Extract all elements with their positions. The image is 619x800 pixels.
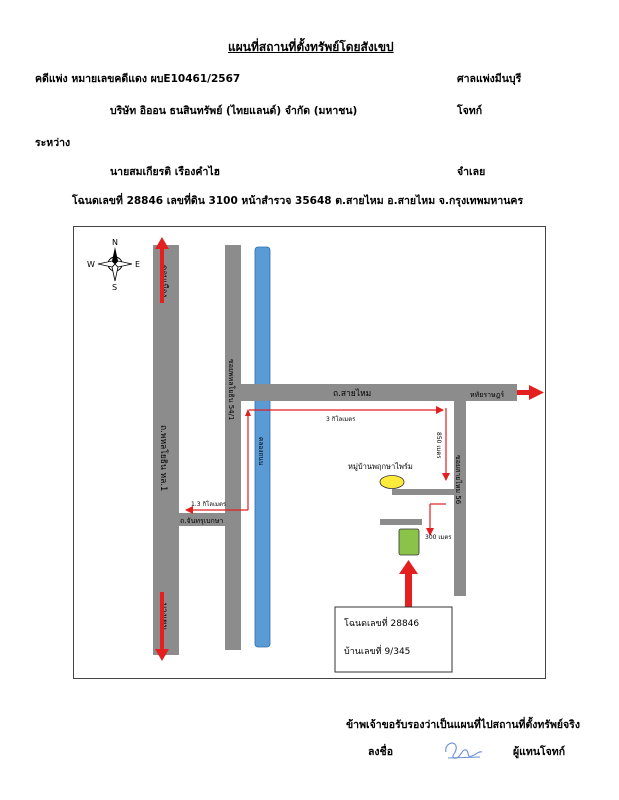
distance-300m-label: 300 เมตร bbox=[425, 534, 452, 541]
route-1-3km bbox=[185, 497, 249, 514]
arrow-north-shaft bbox=[160, 248, 164, 303]
road-soi-54-1 bbox=[225, 245, 241, 650]
arrow-south-shaft bbox=[160, 592, 164, 650]
court-name: ศาลแพ่งมีนบุรี bbox=[457, 73, 522, 85]
road-chanpradit bbox=[179, 513, 225, 526]
canal bbox=[254, 246, 271, 648]
certification-text: ข้าพเจ้าขอรับรองว่าเป็นแผนที่ไปสถานที่ตั… bbox=[346, 719, 580, 731]
location-map: N S E W ถ.พหลโยธิน หล.1 ดอนเมือง บางเขน … bbox=[73, 226, 546, 679]
soi-sai-mai-56-label: ซอยสายไหม 56 bbox=[454, 455, 463, 505]
road-soi-sai-mai-56 bbox=[454, 401, 466, 596]
distance-1-3km-label: 1.3 กิโลเมตร bbox=[191, 500, 227, 508]
page-title: แผนที่สถานที่ตั้งทรัพย์โดยสังเขป bbox=[228, 40, 394, 54]
between-label: ระหว่าง bbox=[35, 137, 71, 149]
signature-label: ลงชื่อ bbox=[368, 746, 393, 758]
village-label: หมู่บ้านพฤกษาไพร์ม bbox=[348, 462, 413, 471]
arrow-up-icon bbox=[155, 237, 169, 249]
compass-east: E bbox=[135, 260, 140, 269]
compass-west: W bbox=[87, 260, 95, 269]
arrow-down-icon bbox=[155, 649, 169, 661]
canal-label: คลองถนน bbox=[257, 437, 265, 466]
plaintiff-name: บริษัท อิออน ธนสินทรัพย์ (ไทยแลนด์) จำกั… bbox=[110, 105, 358, 117]
road-sai-mai bbox=[241, 384, 517, 401]
road-branch-lower bbox=[380, 519, 422, 525]
defendant-name: นายสมเกียรติ เรืองคำไฮ bbox=[110, 166, 221, 178]
deed-callout-line1: โฉนดเลขที่ 28846 bbox=[344, 616, 419, 629]
route-300m bbox=[426, 503, 446, 536]
road-phahonyothin-label: ถ.พหลโยธิน หล.1 bbox=[158, 425, 169, 491]
village-marker bbox=[379, 475, 405, 489]
compass-north: N bbox=[112, 238, 118, 247]
plaintiff-role: โจทก์ bbox=[457, 105, 483, 117]
arrow-east-shaft bbox=[517, 390, 530, 395]
road-sai-mai-label: ถ.สายไหม bbox=[333, 388, 371, 399]
signer-role: ผู้แทนโจทก์ bbox=[513, 746, 566, 758]
compass-rose-icon: N S E W bbox=[87, 238, 140, 292]
compass-south: S bbox=[112, 283, 117, 292]
map-canvas: N S E W ถ.พหลโยธิน หล.1 ดอนเมือง บางเขน … bbox=[87, 237, 544, 673]
distance-850m-label: 850 เมตร bbox=[435, 432, 442, 459]
road-phahonyothin bbox=[153, 245, 179, 655]
to-bang-khen-label: บางเขน bbox=[160, 603, 169, 631]
deed-callout-box bbox=[334, 606, 453, 673]
soi-54-1-label: ซอยพหลโยธิน 54/1 bbox=[227, 359, 236, 420]
property-plot bbox=[398, 528, 420, 556]
road-chanpradit-label: ถ.จันทรุเบกษา bbox=[180, 517, 223, 525]
signature-icon bbox=[445, 742, 483, 759]
deed-callout-line2: บ้านเลขที่ 9/345 bbox=[344, 644, 410, 657]
distance-3km-label: 3 กิโลเมตร bbox=[326, 415, 356, 423]
arrow-right-icon bbox=[529, 385, 544, 400]
case-number: คดีแพ่ง หมายเลขคดีแดง ผบE10461/2567 bbox=[35, 73, 241, 85]
arrow-property-icon bbox=[399, 560, 418, 574]
defendant-role: จำเลย bbox=[457, 166, 486, 178]
route-3km bbox=[245, 406, 444, 498]
deed-info-line: โฉนดเลขที่ 28846 เลขที่ดิน 3100 หน้าสำรว… bbox=[72, 195, 524, 207]
to-harutai-label: หทัยราษฎร์ bbox=[470, 391, 504, 399]
to-don-mueang-label: ดอนเมือง bbox=[160, 265, 169, 297]
arrow-property-shaft bbox=[405, 572, 412, 614]
road-branch-upper bbox=[392, 489, 454, 495]
